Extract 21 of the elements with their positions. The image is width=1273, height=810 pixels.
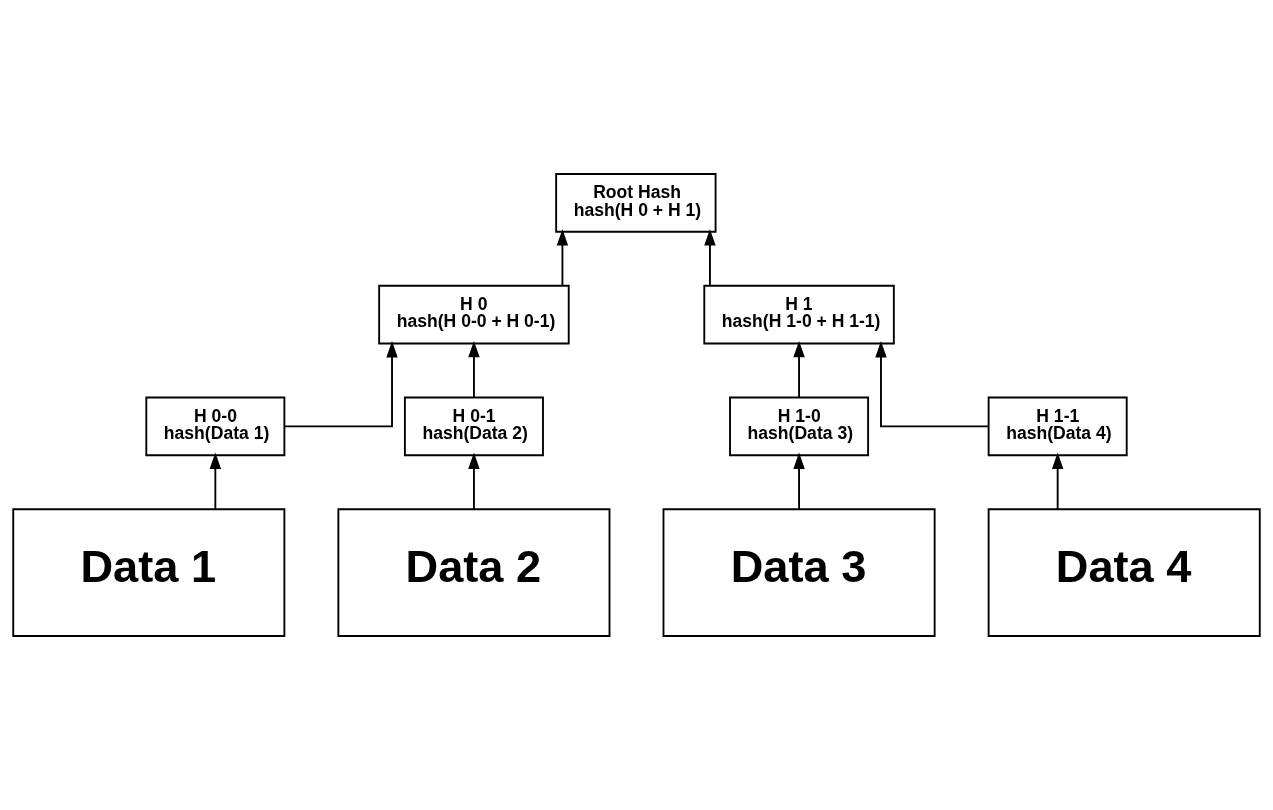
arrow	[556, 229, 569, 287]
node-box: H 0 hash(H 0-0 + H 0-1)	[378, 284, 570, 345]
arrow	[468, 452, 480, 510]
arrow	[209, 452, 222, 510]
arrow	[283, 341, 398, 428]
arrow	[1051, 452, 1064, 510]
node-box: H 0-1 hash(Data 2)	[403, 396, 544, 457]
node-box: Data 2	[337, 508, 611, 637]
node-box: Data 3	[662, 508, 936, 637]
node-box: Data 4	[987, 508, 1261, 637]
node-box: Root Hash hash(H 0 + H 1)	[555, 173, 717, 233]
node-box: Data 1	[12, 508, 286, 637]
node-box: H 1 hash(H 1-0 + H 1-1)	[703, 284, 895, 345]
node-box: H 0-0 hash(Data 1)	[145, 396, 286, 457]
arrow	[468, 340, 480, 398]
arrow	[793, 340, 805, 398]
arrow	[875, 341, 990, 428]
arrow	[793, 452, 805, 510]
arrow	[704, 229, 716, 287]
node-box: H 1-1 hash(Data 4)	[987, 396, 1128, 457]
node-box: H 1-0 hash(Data 3)	[729, 396, 870, 457]
